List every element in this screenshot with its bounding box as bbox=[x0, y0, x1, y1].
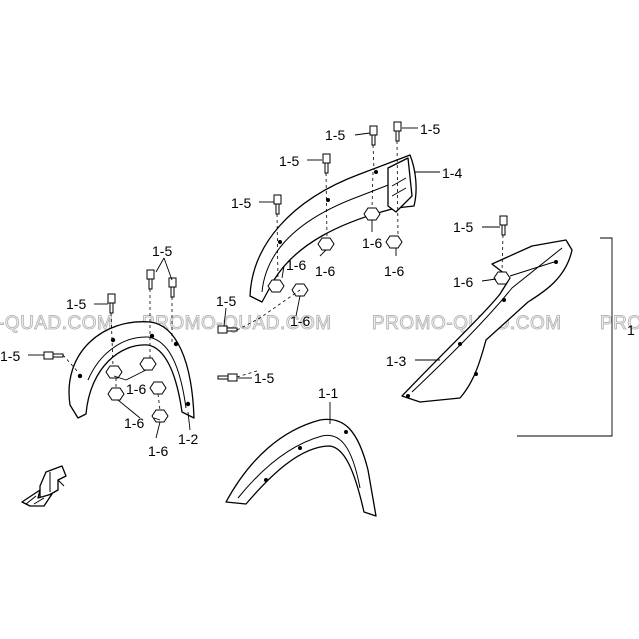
callout-1-5: 1-5 bbox=[279, 153, 299, 169]
callout-1-6: 1-6 bbox=[286, 257, 306, 273]
watermark-text-2: PROMO-QUAD.COM bbox=[142, 313, 332, 334]
leader-lines bbox=[28, 127, 613, 439]
watermark-text-1: -QUAD.COM bbox=[0, 313, 113, 334]
bolt bbox=[499, 215, 508, 236]
watermark: -QUAD.COM PROMO-QUAD.COM PROMO-QUAD.COM … bbox=[0, 313, 639, 335]
nut bbox=[151, 409, 169, 423]
callout-1-5: 1-5 bbox=[216, 293, 236, 309]
part-1-2-fender bbox=[68, 321, 195, 419]
callout-1-6: 1-6 bbox=[290, 313, 310, 329]
part-1-1-lower-fender bbox=[225, 418, 377, 517]
part-1-3-side-panel bbox=[401, 239, 573, 403]
callout-1-5: 1-5 bbox=[66, 296, 86, 312]
callout-1-5: 1-5 bbox=[453, 219, 473, 235]
bolt bbox=[146, 269, 155, 290]
watermark-text-3: PROMO-QUAD.COM bbox=[372, 313, 562, 334]
nut bbox=[493, 271, 511, 285]
callout-1-5: 1-5 bbox=[231, 195, 251, 211]
front-direction-arrow-icon bbox=[21, 465, 67, 507]
nut bbox=[317, 237, 335, 251]
callout-1-6: 1-6 bbox=[362, 235, 382, 251]
nut bbox=[105, 365, 123, 379]
callout-labels: 1-5 1-5 1-5 1-5 1-4 1-6 1-6 1-6 1-6 1-6 … bbox=[0, 121, 635, 459]
callout-1-5: 1-5 bbox=[325, 127, 345, 143]
watermark-text-4: PRO bbox=[600, 313, 639, 334]
bolt bbox=[369, 125, 378, 146]
bolt bbox=[217, 325, 238, 334]
callout-1-6: 1-6 bbox=[384, 263, 404, 279]
callout-1-6: 1-6 bbox=[453, 274, 473, 290]
callout-1-3: 1-3 bbox=[386, 353, 406, 369]
bolt bbox=[273, 194, 282, 215]
callout-1-6: 1-6 bbox=[126, 381, 146, 397]
assembly-lines bbox=[62, 140, 504, 411]
callout-1-2: 1-2 bbox=[178, 431, 198, 447]
nut bbox=[363, 207, 381, 221]
nut bbox=[267, 279, 285, 293]
callout-1-5: 1-5 bbox=[152, 243, 172, 259]
nut bbox=[149, 381, 167, 395]
fasteners bbox=[43, 121, 511, 423]
bolt bbox=[107, 293, 116, 314]
callout-1-6: 1-6 bbox=[124, 415, 144, 431]
callout-1: 1 bbox=[627, 322, 635, 338]
nut bbox=[139, 357, 157, 371]
bolt bbox=[393, 121, 402, 142]
callout-1-5: 1-5 bbox=[420, 121, 440, 137]
nut bbox=[107, 387, 125, 401]
part-1-4-rail bbox=[249, 154, 417, 303]
callout-1-6: 1-6 bbox=[148, 443, 168, 459]
bolt bbox=[322, 153, 331, 174]
bolt bbox=[168, 277, 177, 298]
bolt bbox=[43, 351, 64, 360]
bolt bbox=[217, 373, 238, 382]
callout-1-1: 1-1 bbox=[318, 385, 338, 401]
callout-1-5: 1-5 bbox=[0, 348, 20, 364]
callout-1-6: 1-6 bbox=[315, 263, 335, 279]
nut bbox=[385, 235, 403, 249]
callout-1-4: 1-4 bbox=[442, 165, 462, 181]
callout-1-5: 1-5 bbox=[254, 370, 274, 386]
